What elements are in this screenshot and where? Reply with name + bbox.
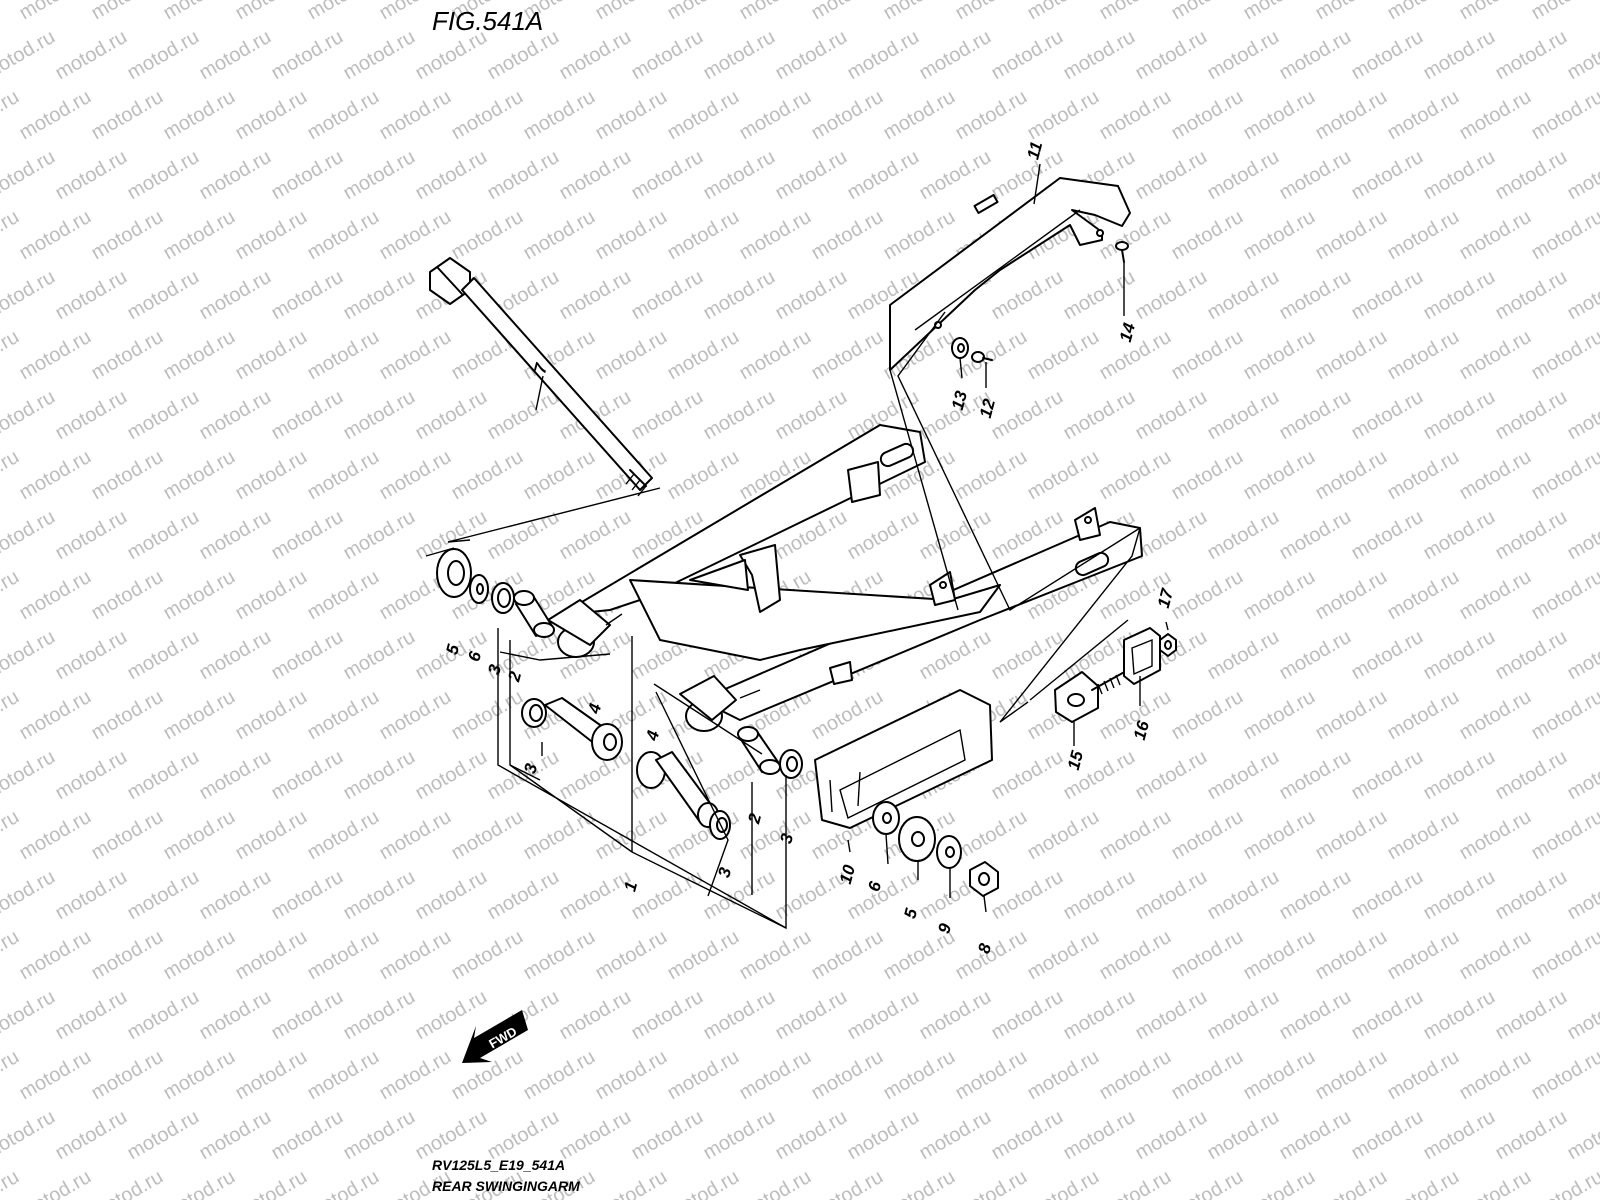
dust-seal-right bbox=[898, 816, 936, 862]
adjuster-bolt bbox=[1091, 669, 1129, 695]
adjuster-plate-15 bbox=[1054, 671, 1099, 723]
screw-14 bbox=[1115, 241, 1129, 263]
part-callout-14: 14 bbox=[1115, 320, 1140, 345]
fwd-arrow-icon bbox=[462, 1010, 528, 1063]
dust-seal-left bbox=[436, 548, 472, 598]
pivot-shaft bbox=[429, 257, 653, 497]
figure-name: REAR SWINGINGARM bbox=[432, 1178, 580, 1194]
swingarm-frame bbox=[547, 424, 1143, 732]
collar-right bbox=[636, 751, 719, 828]
bearing-left-upper bbox=[491, 582, 515, 614]
leader-lines bbox=[425, 163, 1169, 930]
pivot-leader-lines bbox=[447, 487, 661, 543]
washer-right bbox=[872, 801, 900, 835]
pivot-nut bbox=[969, 861, 999, 897]
part-callout-13: 13 bbox=[947, 388, 972, 413]
chain-adjuster bbox=[1054, 627, 1177, 723]
bearing-left-lower bbox=[521, 698, 547, 728]
adjuster-block-16 bbox=[1123, 627, 1161, 685]
right-pivot-hardware bbox=[636, 726, 803, 840]
screw-12 bbox=[971, 351, 993, 363]
part-callout-10: 10 bbox=[835, 862, 860, 887]
figure-title: FIG.541A bbox=[432, 6, 544, 36]
chain-buffer bbox=[814, 689, 993, 829]
washer-nut bbox=[936, 835, 962, 869]
spacer-right bbox=[737, 726, 781, 775]
bearing-right-upper bbox=[779, 749, 803, 779]
washer-left bbox=[469, 574, 489, 604]
part-callout-16: 16 bbox=[1129, 718, 1154, 743]
chain-case bbox=[889, 177, 1131, 371]
part-callout-15: 15 bbox=[1063, 748, 1088, 773]
part-callout-17: 17 bbox=[1153, 586, 1178, 611]
part-callout-12: 12 bbox=[975, 396, 1000, 421]
right-end-hardware bbox=[872, 801, 999, 897]
chain-case-fasteners bbox=[951, 241, 1129, 363]
washer-13 bbox=[951, 337, 969, 359]
figure-code: RV125L5_E19_541A bbox=[432, 1157, 566, 1173]
collar-left bbox=[544, 697, 623, 761]
left-pivot-hardware bbox=[436, 548, 623, 761]
adjuster-nut-17 bbox=[1159, 633, 1177, 657]
spacer-left-upper bbox=[513, 590, 555, 638]
